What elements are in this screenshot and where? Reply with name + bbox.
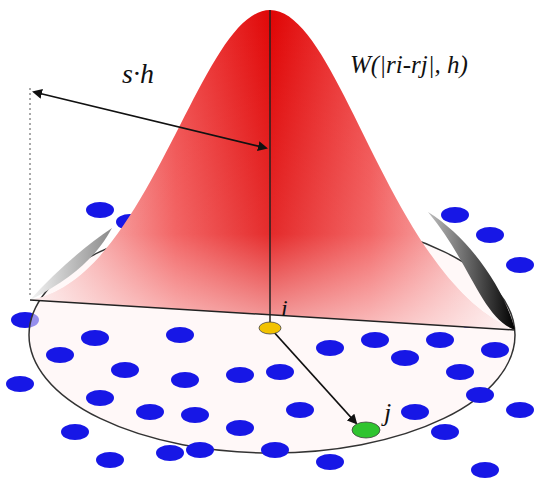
particle-label: i [281,296,288,320]
particle-i [259,322,281,334]
particle-j [352,422,380,438]
particle [441,207,469,223]
kernel-rim [30,228,112,300]
kernel-shadow [428,212,515,330]
particle [96,452,124,468]
particle [286,402,314,418]
particle [86,390,114,406]
kernel-function-label: W(|ri-rj|, h) [350,52,468,77]
radius-guide [30,88,31,298]
particle [181,407,209,423]
particle [166,327,194,343]
particle [401,404,429,420]
particle [171,372,199,388]
particle [446,364,474,380]
particle [86,202,114,218]
particle [261,442,289,458]
particle [426,332,454,348]
particle [81,330,109,346]
particle [136,404,164,420]
kernel-bell [30,10,515,330]
particle-label: j [384,400,391,426]
particle [156,445,184,461]
particle [316,454,344,470]
smoothing-length-label: s·h [122,60,154,88]
axis-line [269,10,271,328]
particle [506,402,534,418]
particle [226,367,254,383]
kernel-bell-fade [30,10,515,330]
particles-inner [46,312,509,458]
particle [266,364,294,380]
particle [111,362,139,378]
particle [46,347,74,363]
particle [506,257,534,273]
particle [481,342,509,358]
particle [6,376,34,392]
particle [431,424,459,440]
distance-arrow [272,330,356,423]
particle [186,442,214,458]
particle [61,424,89,440]
particle [476,227,504,243]
particle [471,462,499,478]
particle [316,340,344,356]
radius-arrow [34,92,266,148]
particle [226,420,254,436]
particle [361,332,389,348]
particle [391,350,419,366]
particle [466,387,494,403]
